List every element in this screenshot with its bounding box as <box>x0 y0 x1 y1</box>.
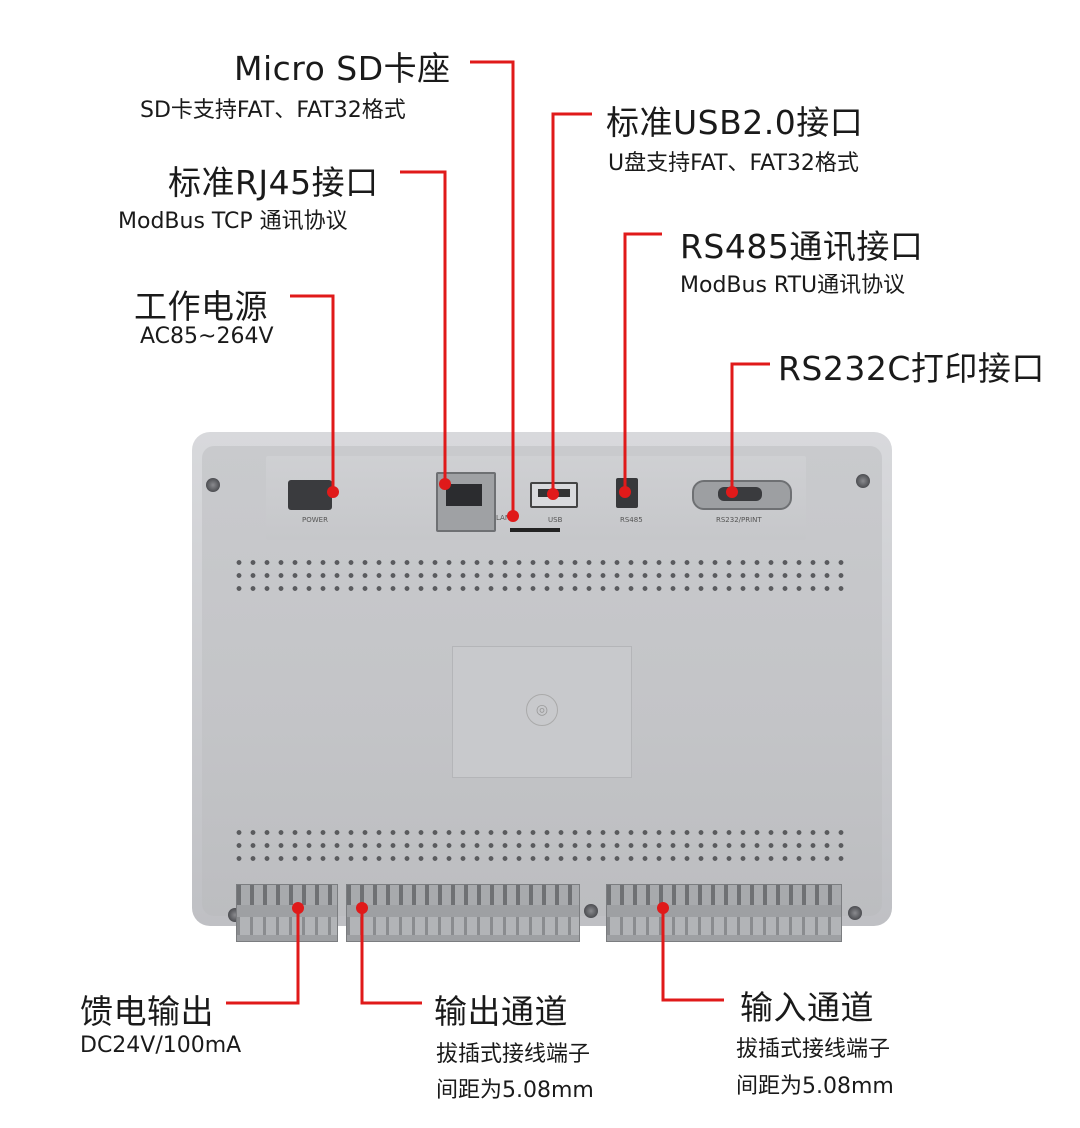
logo-mark-icon: ◎ <box>526 694 558 726</box>
leader-output <box>360 910 422 1005</box>
leader-feed <box>226 910 300 1005</box>
feed-title: 馈电输出 <box>80 992 214 1031</box>
feed-terminal-block <box>236 884 338 942</box>
dot-feed <box>292 902 304 914</box>
usb-title: 标准USB2.0接口 <box>606 103 864 142</box>
usb-port-label: USB <box>548 516 563 524</box>
dot-rs485 <box>619 486 631 498</box>
rs232-port-label: RS232/PRINT <box>716 516 762 524</box>
upper-vent-holes <box>232 556 852 596</box>
dot-output <box>356 902 368 914</box>
screw-top-right <box>856 474 870 488</box>
rj45-sub: ModBus TCP 通讯协议 <box>118 209 348 234</box>
usb-sub: U盘支持FAT、FAT32格式 <box>608 151 859 176</box>
power-sub: AC85~264V <box>140 324 274 349</box>
dot-usb <box>547 488 559 500</box>
dot-rj45 <box>439 478 451 490</box>
dot-microsd <box>507 510 519 522</box>
screw-bottom-mid <box>584 904 598 918</box>
dot-power <box>327 486 339 498</box>
leader-power <box>290 294 335 490</box>
lan-port-label: LAN <box>496 514 511 522</box>
lower-vent-holes <box>232 826 852 866</box>
rs485-port-label: RS485 <box>620 516 643 524</box>
microsd-title: Micro SD卡座 <box>234 49 451 88</box>
device-back-panel: POWER LAN USB RS485 RS232/PRINT ◎ <box>192 432 892 942</box>
input-sub1: 拔插式接线端子 <box>736 1037 891 1062</box>
dot-rs232 <box>726 486 738 498</box>
screw-top-left <box>206 478 220 492</box>
leader-rs485 <box>623 232 662 490</box>
leader-rs232 <box>730 362 770 490</box>
feed-sub: DC24V/100mA <box>80 1033 242 1058</box>
output-terminal-block <box>346 884 580 942</box>
microsd-sub: SD卡支持FAT、FAT32格式 <box>140 98 406 123</box>
screw-bottom-right <box>848 906 862 920</box>
microsd-slot <box>510 528 560 532</box>
power-port-label: POWER <box>302 516 328 524</box>
power-connector <box>288 480 332 510</box>
output-sub1: 拔插式接线端子 <box>436 1042 591 1067</box>
leader-rj45 <box>400 170 447 480</box>
leader-usb <box>551 112 592 492</box>
output-title: 输出通道 <box>434 992 568 1031</box>
rj45-title: 标准RJ45接口 <box>168 163 379 202</box>
input-title: 输入通道 <box>740 988 874 1027</box>
rs485-title: RS485通讯接口 <box>680 227 924 266</box>
output-sub2: 间距为5.08mm <box>436 1078 594 1103</box>
rs232-title: RS232C打印接口 <box>778 349 1045 388</box>
leader-microsd <box>470 60 515 512</box>
power-title: 工作电源 <box>134 287 268 326</box>
dot-input <box>657 902 669 914</box>
rs485-sub: ModBus RTU通讯协议 <box>680 273 906 298</box>
input-sub2: 间距为5.08mm <box>736 1074 894 1099</box>
input-terminal-block <box>606 884 842 942</box>
leader-input <box>661 910 724 1002</box>
